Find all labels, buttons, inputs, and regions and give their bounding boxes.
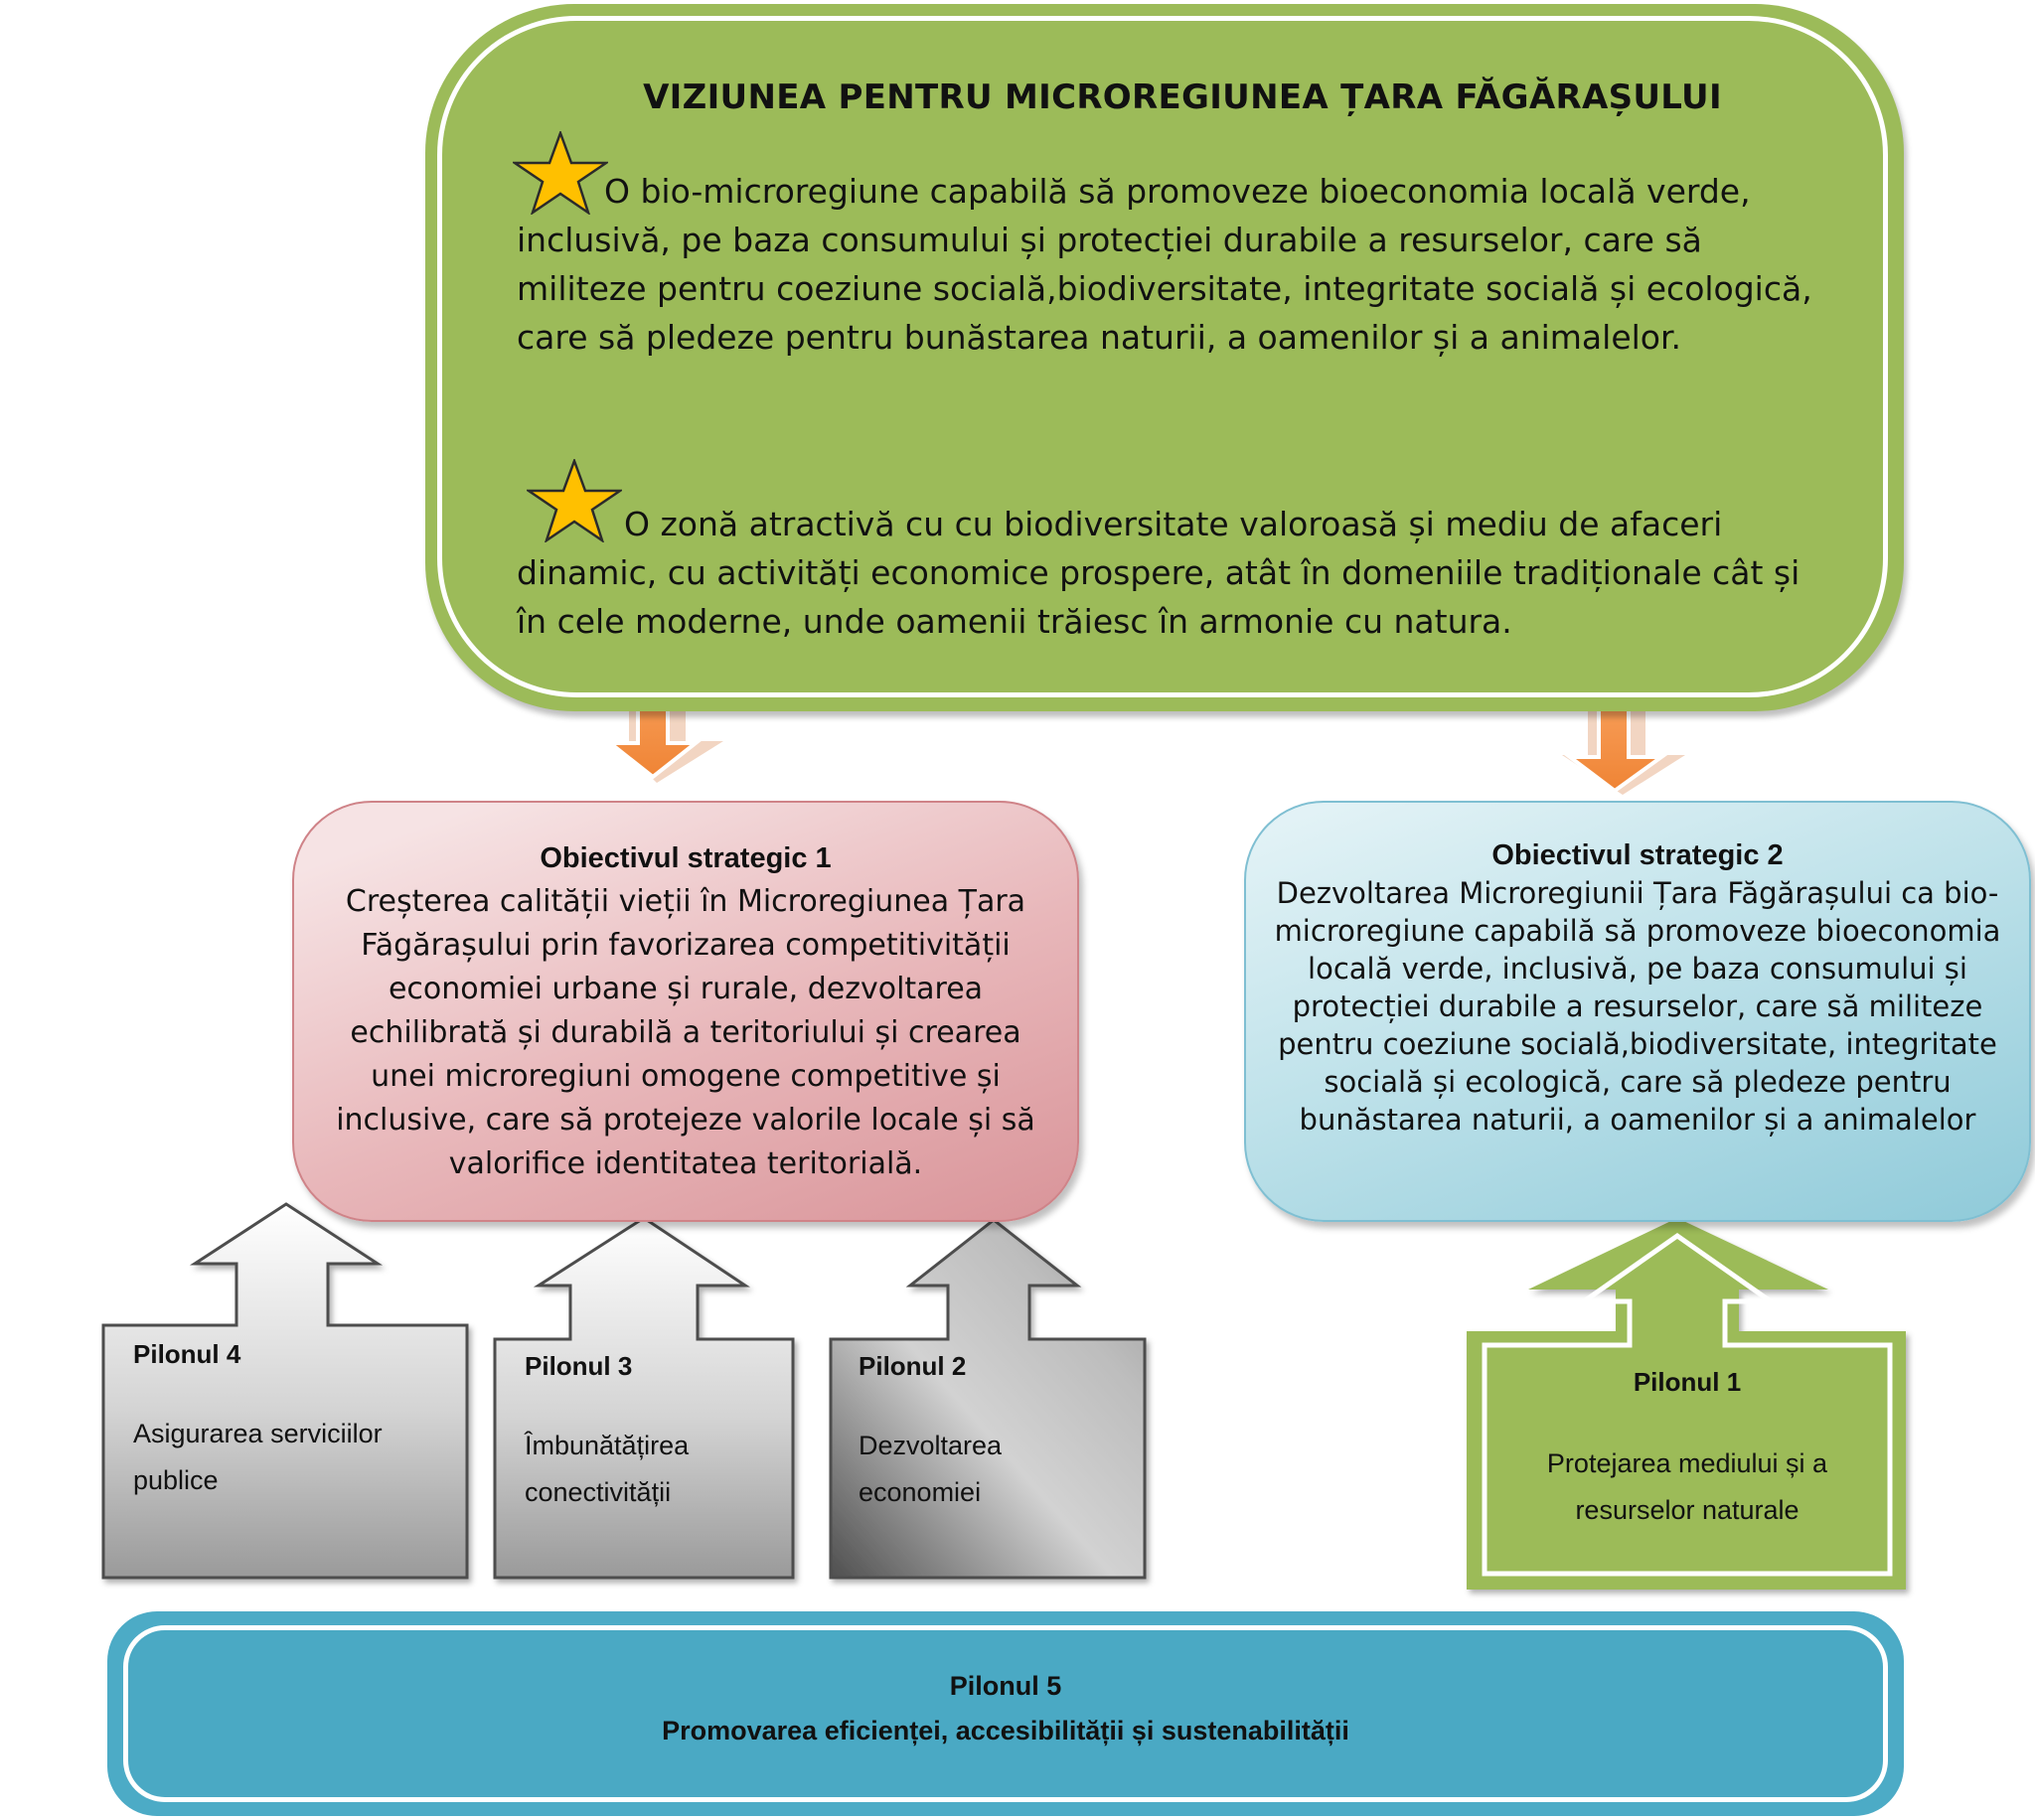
objective-1-text: Creșterea calității vieții în Microregiu… [336,884,1035,1181]
pillar-5-inner-border [123,1625,1888,1802]
pillar-1-title: Pilonul 1 [1633,1367,1742,1397]
star-icon [527,459,622,542]
objective-2-title: Obiectivul strategic 2 [1491,839,1784,871]
vision-box [425,4,1904,711]
pillar-1-text: Protejarea mediului și a resurselor natu… [1546,1448,1828,1525]
objective-2-text: Dezvoltarea Microregiunii Țara Făgărașul… [1274,876,2001,1137]
pillar-5-text: Promovarea eficienței, accesibilității ș… [662,1716,1349,1745]
pillar-3-text: Îmbunătățirea conectivității [525,1431,690,1507]
pillar-4-shape [101,1202,469,1580]
pillar-4-title: Pilonul 4 [133,1339,241,1369]
pillar-2-text: Dezvoltarea economiei [859,1431,1003,1507]
objective-1-title: Obiectivul strategic 1 [540,842,832,874]
pillar-3-title: Pilonul 3 [525,1351,633,1381]
pillar-2-shape [829,1218,1147,1580]
star-icon [513,131,608,215]
pillar-5-title: Pilonul 5 [949,1671,1062,1701]
vision-paragraph-1: O bio-microregiune capabilă să promoveze… [517,172,1812,357]
vision-box-inner-border [437,16,1888,697]
pillar-1-shape [1467,1218,1906,1590]
pillar-2-title: Pilonul 2 [859,1351,967,1381]
objective-1-box: Obiectivul strategic 1 Creșterea calităț… [292,801,1079,1222]
vision-title: VIZIUNEA PENTRU MICROREGIUNEA ȚARA FĂGĂR… [643,77,1722,117]
objective-2-box: Obiectivul strategic 2 Dezvoltarea Micro… [1244,801,2031,1222]
pillar-3-shape [493,1216,795,1580]
vision-paragraph-2: O zonă atractivă cu cu biodiversitate va… [517,505,1800,641]
pillar-4-text: Asigurarea serviciilor publice [133,1419,383,1495]
